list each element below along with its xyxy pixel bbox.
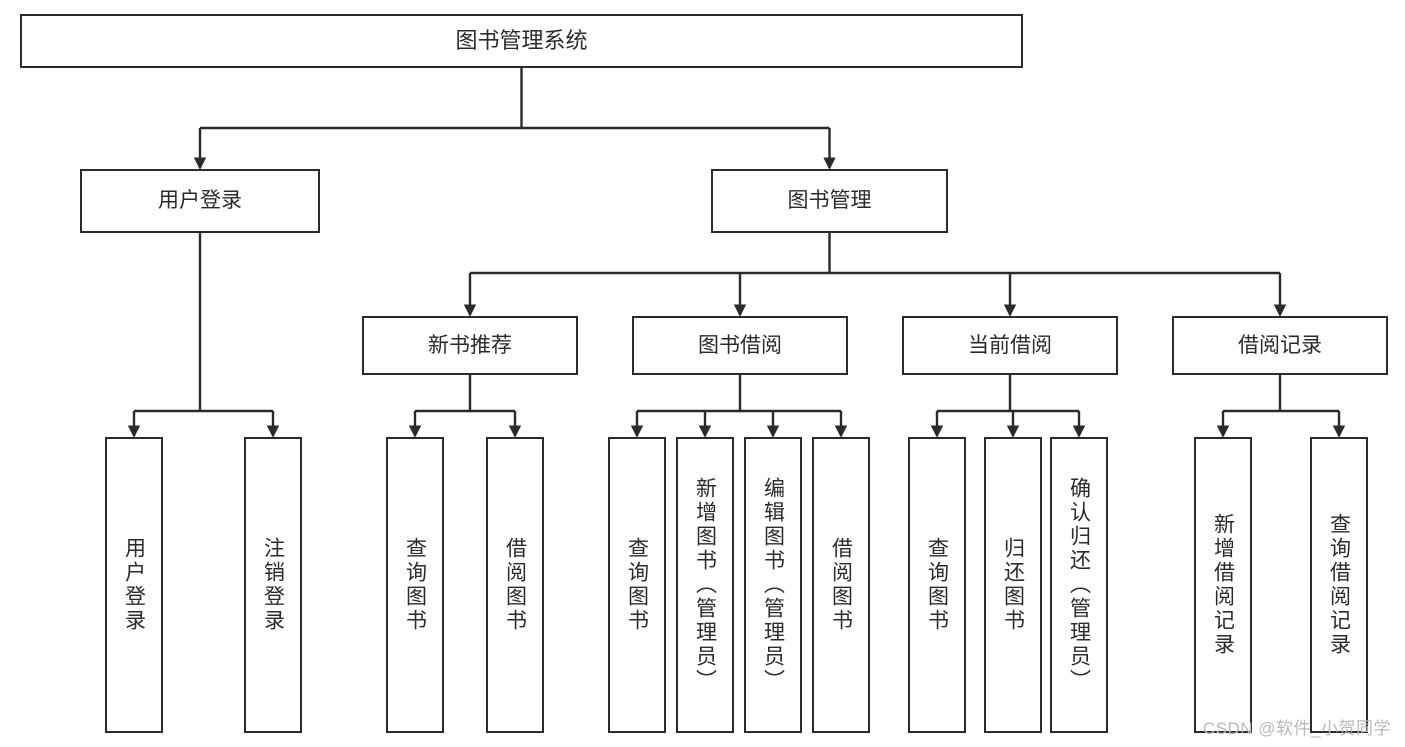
node-leaf-borrow-book[interactable]: 借阅图书 (812, 437, 870, 733)
node-leaf-logout[interactable]: 注销登录 (244, 437, 302, 733)
node-label: 借阅记录 (1238, 333, 1322, 357)
node-label: 新书推荐 (428, 333, 512, 357)
node-leaf-add-book[interactable]: 新增图书（管理员） (676, 437, 734, 733)
node-leaf-query-book-rec[interactable]: 查询图书 (386, 437, 444, 733)
node-label: 确认归还（管理员） (1067, 477, 1091, 693)
node-leaf-query-book[interactable]: 查询图书 (608, 437, 666, 733)
node-book-manage[interactable]: 图书管理 (711, 169, 948, 233)
node-leaf-add-record[interactable]: 新增借阅记录 (1194, 437, 1252, 733)
node-leaf-user-login[interactable]: 用户登录 (105, 437, 163, 733)
node-label: 查询借阅记录 (1327, 513, 1351, 657)
node-current-borrow[interactable]: 当前借阅 (902, 316, 1118, 375)
node-label: 用户登录 (122, 537, 146, 633)
node-leaf-query-record[interactable]: 查询借阅记录 (1310, 437, 1368, 733)
node-label: 图书借阅 (698, 333, 782, 357)
node-label: 编辑图书（管理员） (761, 477, 785, 693)
node-book-borrow[interactable]: 图书借阅 (632, 316, 848, 375)
node-root[interactable]: 图书管理系统 (20, 14, 1023, 68)
node-label: 查询图书 (925, 537, 949, 633)
node-leaf-confirm-return[interactable]: 确认归还（管理员） (1050, 437, 1108, 733)
node-label: 图书管理 (787, 189, 872, 213)
node-label: 查询图书 (625, 537, 649, 633)
node-label: 新增借阅记录 (1211, 513, 1235, 657)
node-label: 新增图书（管理员） (693, 477, 717, 693)
node-leaf-return-book[interactable]: 归还图书 (984, 437, 1042, 733)
node-new-book-recommend[interactable]: 新书推荐 (362, 316, 578, 375)
node-label: 借阅图书 (829, 537, 853, 633)
node-leaf-borrow-book-rec[interactable]: 借阅图书 (486, 437, 544, 733)
node-label: 当前借阅 (968, 333, 1052, 357)
node-label: 借阅图书 (503, 537, 527, 633)
node-user-login[interactable]: 用户登录 (80, 169, 320, 233)
node-leaf-query-book-cur[interactable]: 查询图书 (908, 437, 966, 733)
node-label: 用户登录 (158, 189, 242, 213)
node-label: 注销登录 (261, 537, 285, 633)
node-label: 归还图书 (1001, 537, 1025, 633)
node-label: 查询图书 (403, 537, 427, 633)
node-leaf-edit-book[interactable]: 编辑图书（管理员） (744, 437, 802, 733)
node-borrow-record[interactable]: 借阅记录 (1172, 316, 1388, 375)
node-label: 图书管理系统 (455, 27, 588, 53)
